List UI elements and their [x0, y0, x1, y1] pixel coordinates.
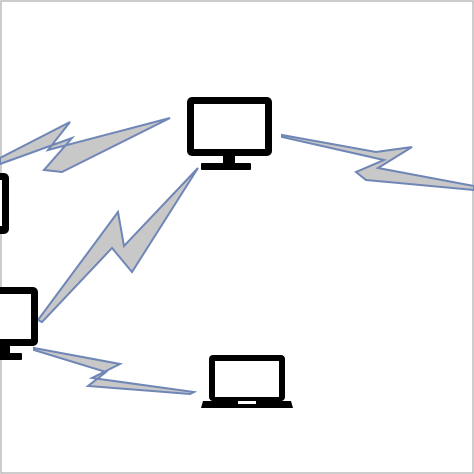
wireless-link-icon: [36, 167, 199, 324]
monitor-top-center: [187, 97, 272, 170]
laptop-icon: [201, 355, 293, 408]
laptop-bottom: [201, 355, 293, 408]
wireless-link-icon: [281, 133, 474, 192]
desktop-monitor-icon: [0, 287, 38, 360]
monitor-left-lower: [0, 287, 38, 360]
wireless-link-icon: [0, 117, 171, 174]
desktop-monitor-icon: [187, 97, 272, 170]
monitor-left-upper: [0, 173, 9, 234]
desktop-monitor-icon: [0, 173, 9, 234]
wireless-link-icon: [33, 346, 198, 396]
wireless-links: [0, 117, 474, 396]
